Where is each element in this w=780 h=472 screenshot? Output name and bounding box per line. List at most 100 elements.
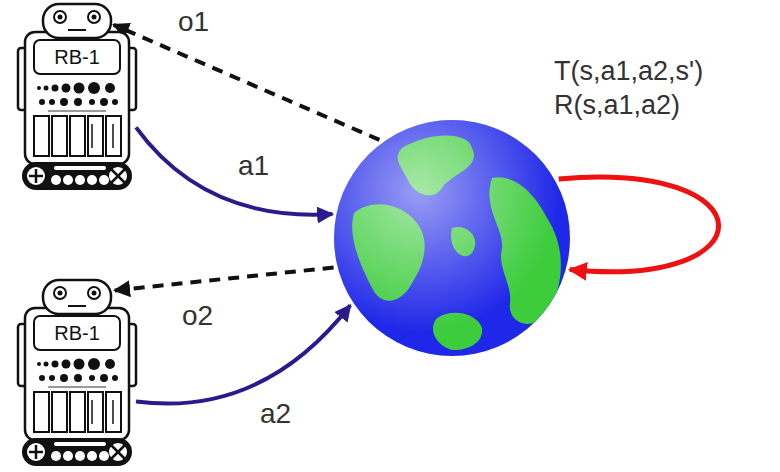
- robot-part: [22, 438, 132, 466]
- robot-part: [99, 451, 109, 461]
- robot-part: [52, 85, 59, 92]
- robot-part: [112, 124, 114, 148]
- robot-part: [54, 287, 66, 299]
- transition-loop: [559, 177, 719, 272]
- observation-arrow: [114, 25, 380, 140]
- robot-part: [88, 358, 100, 370]
- robot-part: [88, 392, 103, 432]
- robot-part: [105, 83, 115, 93]
- robot-part: [34, 40, 120, 74]
- robot-part: [87, 175, 97, 185]
- robot-part: [44, 362, 49, 367]
- robot-part: [54, 11, 66, 23]
- robot-part: [68, 29, 86, 31]
- robot-agent: RB-1: [18, 278, 136, 468]
- robot-part: [89, 375, 95, 381]
- model-formula: T(s,a1,a2,s'): [554, 56, 703, 87]
- robot-part: [112, 400, 114, 424]
- edge-label: a2: [258, 398, 293, 430]
- robot-part: [111, 169, 125, 183]
- robot-part: [52, 116, 67, 156]
- robot-part: [58, 291, 63, 296]
- robot-part: [89, 99, 95, 105]
- observation-arrow: [115, 268, 334, 291]
- robot-part: [88, 287, 100, 299]
- robot-part: [106, 392, 121, 432]
- robot-part: [49, 99, 55, 105]
- robot-part: [48, 386, 106, 388]
- robot-part: [52, 392, 67, 432]
- robot-part: [74, 359, 85, 370]
- robot-part: [44, 86, 49, 91]
- robot-part: [88, 11, 100, 23]
- action-arrow: [136, 305, 350, 403]
- robot-part: [51, 451, 61, 461]
- robot-part: [37, 86, 41, 90]
- model-formula: R(s,a1,a2): [554, 90, 680, 121]
- edge-label: a1: [236, 150, 271, 182]
- robot-part: [74, 83, 85, 94]
- robot-label: RB-1: [34, 40, 120, 74]
- robot-part: [63, 175, 73, 185]
- robot-part: [37, 362, 41, 366]
- robot-part: [60, 374, 68, 382]
- robot-part: [108, 166, 128, 186]
- robot-part: [74, 374, 82, 382]
- robot-part: [26, 442, 46, 462]
- globe-outline: [332, 118, 572, 358]
- robot-part: [75, 175, 85, 185]
- robot-part: [43, 280, 111, 314]
- robot-part: [25, 32, 129, 164]
- robot-label: RB-1: [34, 316, 120, 350]
- edge-label: o2: [180, 300, 215, 332]
- robot-part: [25, 308, 129, 440]
- robot-outline: [18, 2, 136, 192]
- robot-part: [70, 392, 85, 432]
- globe-part: [334, 120, 570, 356]
- robot-part: [91, 400, 93, 424]
- robot-part: [99, 175, 109, 185]
- robot-part: [52, 361, 59, 368]
- robot-part: [34, 316, 120, 350]
- world-globe: T(s,a1,a2,s')R(s,a1,a2): [332, 118, 572, 358]
- robot-part: [88, 116, 103, 156]
- robot-part: [39, 99, 45, 105]
- action-arrow: [136, 127, 332, 214]
- robot-part: [108, 442, 128, 462]
- robot-part: [92, 291, 97, 296]
- robot-part: [35, 445, 38, 459]
- robot-part: [62, 84, 71, 93]
- robot-part: [87, 451, 97, 461]
- robot-part: [92, 15, 97, 20]
- robot-part: [22, 162, 132, 190]
- globe-part: [334, 120, 570, 356]
- robot-part: [60, 98, 68, 106]
- robot-part: [111, 169, 125, 183]
- robot-part: [63, 451, 73, 461]
- robot-part: [35, 169, 38, 183]
- robot-part: [54, 442, 106, 446]
- robot-part: [74, 98, 82, 106]
- robot-part: [26, 166, 46, 186]
- robot-part: [49, 375, 55, 381]
- robot-part: [54, 166, 106, 170]
- robot-part: [91, 124, 93, 148]
- robot-part: [43, 4, 111, 38]
- robot-agent: RB-1: [18, 2, 136, 192]
- robot-part: [111, 445, 125, 459]
- robot-part: [34, 116, 49, 156]
- robot-part: [48, 110, 106, 112]
- robot-part: [39, 375, 45, 381]
- robot-part: [112, 99, 118, 105]
- robot-part: [34, 392, 49, 432]
- robot-part: [111, 445, 125, 459]
- robot-part: [105, 359, 115, 369]
- robot-part: [88, 82, 100, 94]
- robot-part: [75, 451, 85, 461]
- robot-part: [70, 116, 85, 156]
- robot-part: [100, 374, 108, 382]
- robot-part: [106, 116, 121, 156]
- robot-part: [62, 360, 71, 369]
- robot-outline: [18, 278, 136, 468]
